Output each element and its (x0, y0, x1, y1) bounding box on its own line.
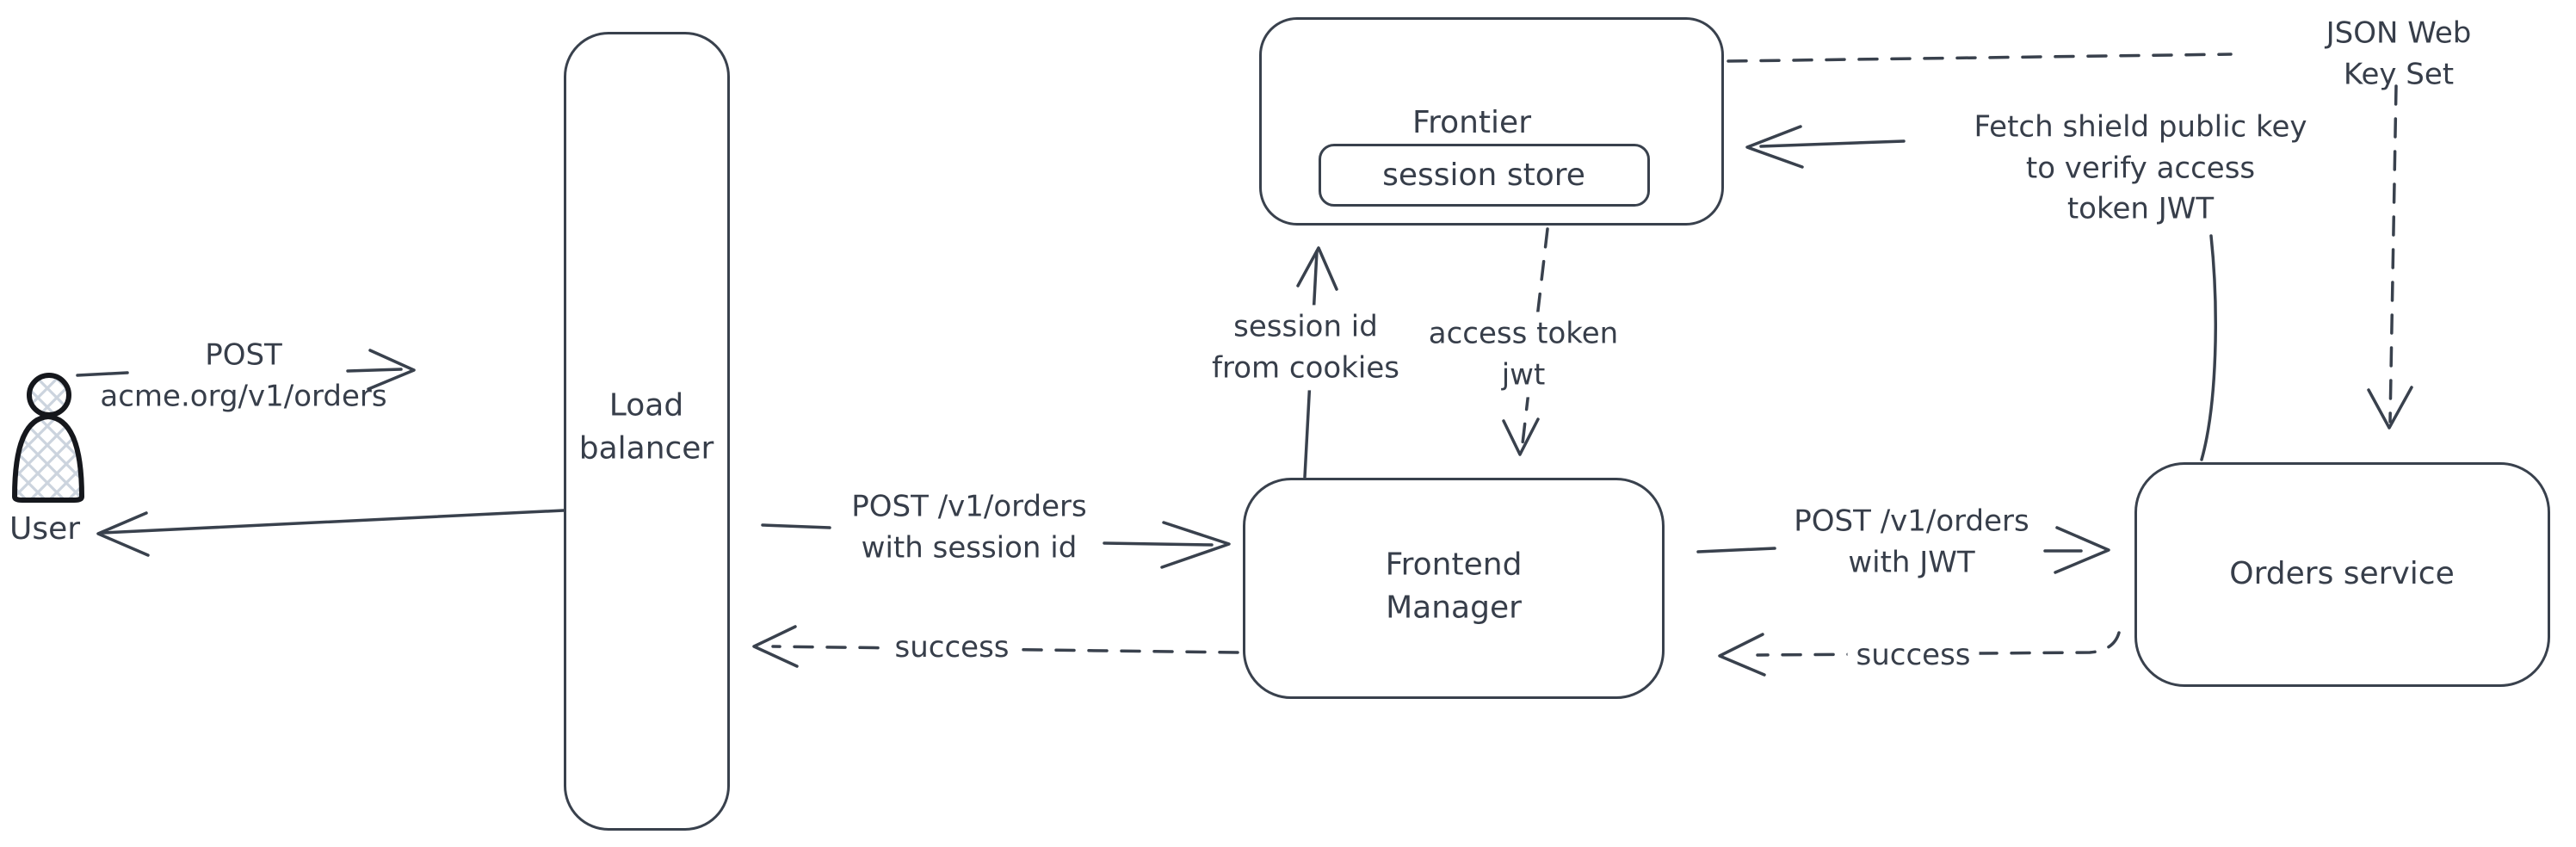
frontier-label: Frontier (1412, 104, 1532, 140)
frontend-manager-box (1243, 478, 1665, 699)
edge-label-access-token-jwt: access token jwt (1419, 312, 1628, 398)
user-icon (12, 373, 84, 503)
user-label: User (9, 510, 81, 547)
edge-label-fetch-shield-key: Fetch shield public key to verify access… (1974, 109, 2307, 226)
session-store-box (1319, 144, 1650, 207)
arrow-frontend-manager-to-orders-service (1696, 526, 2110, 574)
frontend-manager-label: Frontend Manager (1385, 547, 1523, 626)
arrow-user-to-load-balancer (76, 349, 416, 391)
orders-service-label: Orders service (2229, 555, 2455, 591)
edge-label-success-left: success (886, 626, 1018, 671)
arrow-load-balancer-to-user (96, 509, 565, 557)
arrow-load-balancer-to-frontend-manager (761, 521, 1231, 569)
edge-label-session-id-from-cookies: session id from cookies (1203, 305, 1408, 391)
arrow-jwks-to-orders-service (2367, 84, 2413, 430)
edge-label-post-session-id: POST /v1/orders with session id (851, 489, 1087, 565)
load-balancer-box (564, 32, 730, 831)
arrow-orders-service-to-frontend-manager-success (1718, 631, 2121, 677)
edge-label-post-jwt: POST /v1/orders with JWT (1794, 504, 2029, 579)
user-head (27, 373, 71, 417)
orders-service-box (2134, 462, 2550, 687)
load-balancer-label: Load balancer (578, 387, 714, 467)
line-frontier-to-jwks (1727, 53, 2233, 63)
edge-label-user-request: POST acme.org/v1/orders (100, 337, 387, 413)
user-body (12, 414, 84, 503)
arrow-orders-service-to-frontier (1745, 125, 2217, 461)
session-store-label: session store (1382, 157, 1585, 193)
edge-label-success-right: success (1847, 634, 1980, 678)
edge-label-jwks: JSON Web Key Set (2326, 15, 2472, 91)
